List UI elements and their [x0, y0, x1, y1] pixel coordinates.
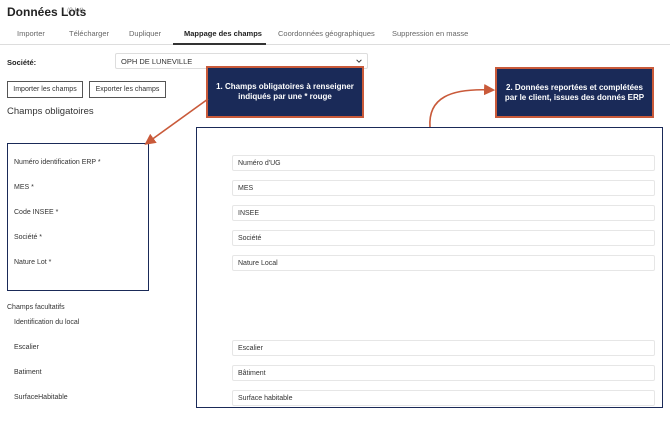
societe-label: Société: [7, 58, 37, 67]
field-input-mes[interactable]: MES [232, 180, 655, 196]
export-fields-button[interactable]: Exporter les champs [89, 81, 166, 98]
tab-importer[interactable]: Importer [17, 29, 45, 38]
field-input-surface-habitable[interactable]: Surface habitable [232, 390, 655, 406]
field-input-value: Numéro d'UG [238, 160, 281, 167]
field-input-value: Nature Local [238, 260, 278, 267]
field-input-code-insee[interactable]: INSEE [232, 205, 655, 221]
field-input-numero-erp[interactable]: Numéro d'UG [232, 155, 655, 171]
field-input-value: INSEE [238, 210, 260, 217]
field-input-value: Surface habitable [238, 395, 293, 402]
tab-dupliquer[interactable]: Dupliquer [129, 29, 162, 38]
field-input-batiment[interactable]: Bâtiment [232, 365, 655, 381]
tab-mappage-des-champs[interactable]: Mappage des champs [184, 29, 262, 38]
field-input-societe[interactable]: Société [232, 230, 655, 246]
arrow-to-mapped-values [429, 84, 496, 128]
field-label-mes: MES * [14, 184, 34, 191]
optional-fields-title: Champs facultatifs [7, 304, 65, 311]
required-fields-title: Champs obligatoires [7, 106, 94, 117]
field-label-identification-local: Identification du local [14, 319, 80, 326]
field-label-surface-habitable: SurfaceHabitable [14, 394, 68, 401]
field-label-escalier: Escalier [14, 344, 39, 351]
field-input-escalier[interactable]: Escalier [232, 340, 655, 356]
field-input-value: Société [238, 235, 262, 242]
active-tab-indicator [173, 43, 266, 45]
lot-count: (0 lot) [67, 7, 84, 14]
import-fields-button[interactable]: Importer les champs [7, 81, 83, 98]
field-label-nature-lot: Nature Lot * [14, 259, 52, 266]
chevron-down-icon [356, 59, 362, 63]
page-title: Données Lots [7, 5, 87, 19]
field-label-code-insee: Code INSEE * [14, 209, 59, 216]
societe-select-value: OPH DE LUNEVILLE [121, 57, 193, 66]
callout-required-line-1: 1. Champs obligatoires à renseigner [216, 82, 354, 91]
callout-erp-line-1: 2. Données reportées et complétées [506, 82, 643, 92]
tab-suppression-en-masse[interactable]: Suppression en masse [392, 29, 469, 38]
callout-erp-data: 2. Données reportées et complétées par l… [495, 67, 654, 118]
field-input-value: Bâtiment [238, 370, 266, 377]
field-label-societe: Société * [14, 234, 43, 241]
field-input-value: Escalier [238, 345, 263, 352]
callout-required-line-2: indiqués par une * rouge [238, 92, 332, 101]
field-label-batiment: Batiment [14, 369, 42, 376]
tab-telecharger[interactable]: Télécharger [69, 29, 110, 38]
tab-coordonnees-geographiques[interactable]: Coordonnées géographiques [278, 29, 375, 38]
mapped-values-highlight [196, 127, 663, 408]
field-label-numero-erp: Numéro identification ERP * [14, 159, 101, 166]
callout-required-fields: 1. Champs obligatoires à renseigner indi… [206, 66, 364, 118]
field-input-value: MES [238, 185, 254, 192]
callout-erp-line-2: par le client, issues des donnés ERP [504, 92, 645, 102]
field-input-nature-lot[interactable]: Nature Local [232, 255, 655, 271]
tab-bar: Importer Télécharger Dupliquer Mappage d… [0, 26, 670, 45]
required-labels-highlight [7, 143, 149, 291]
